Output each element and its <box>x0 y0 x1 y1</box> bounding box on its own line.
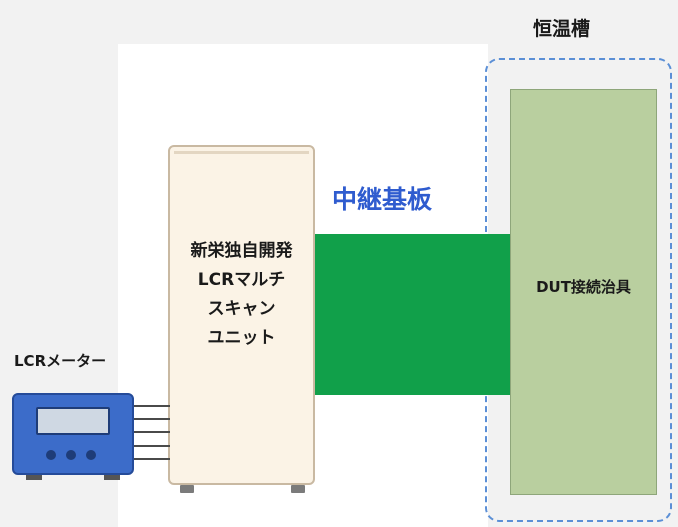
scan-unit-line-4: ユニット <box>207 328 276 348</box>
chamber-title: 恒温槽 <box>533 18 591 40</box>
dut-fixture: DUT接続治具 <box>510 89 657 495</box>
meter-knob-3-icon <box>86 450 96 460</box>
scan-unit-line-1: 新栄独自開発 <box>190 241 293 261</box>
cable-2 <box>134 418 170 420</box>
relay-board <box>314 234 511 395</box>
meter-foot-right <box>104 475 120 480</box>
unit-foot-right <box>291 485 305 493</box>
cable-3 <box>134 431 170 433</box>
scan-unit-line-2: LCRマルチ <box>197 270 286 290</box>
cable-5 <box>134 458 170 460</box>
unit-top-edge <box>174 151 309 154</box>
lcr-meter-label: LCRメーター <box>14 352 107 370</box>
meter-display <box>36 407 110 435</box>
dut-fixture-label: DUT接続治具 <box>536 278 631 296</box>
meter-knob-1-icon <box>46 450 56 460</box>
relay-board-label: 中継基板 <box>332 185 433 214</box>
cable-1 <box>134 405 170 407</box>
meter-foot-left <box>26 475 42 480</box>
scan-unit-line-3: スキャン <box>207 299 276 319</box>
scan-unit-label: 新栄独自開発 LCRマルチ スキャン ユニット <box>170 237 313 353</box>
lcr-meter <box>12 393 134 475</box>
cable-4 <box>134 445 170 447</box>
unit-foot-left <box>180 485 194 493</box>
lcr-scan-unit: 新栄独自開発 LCRマルチ スキャン ユニット <box>168 145 315 485</box>
meter-knob-2-icon <box>66 450 76 460</box>
